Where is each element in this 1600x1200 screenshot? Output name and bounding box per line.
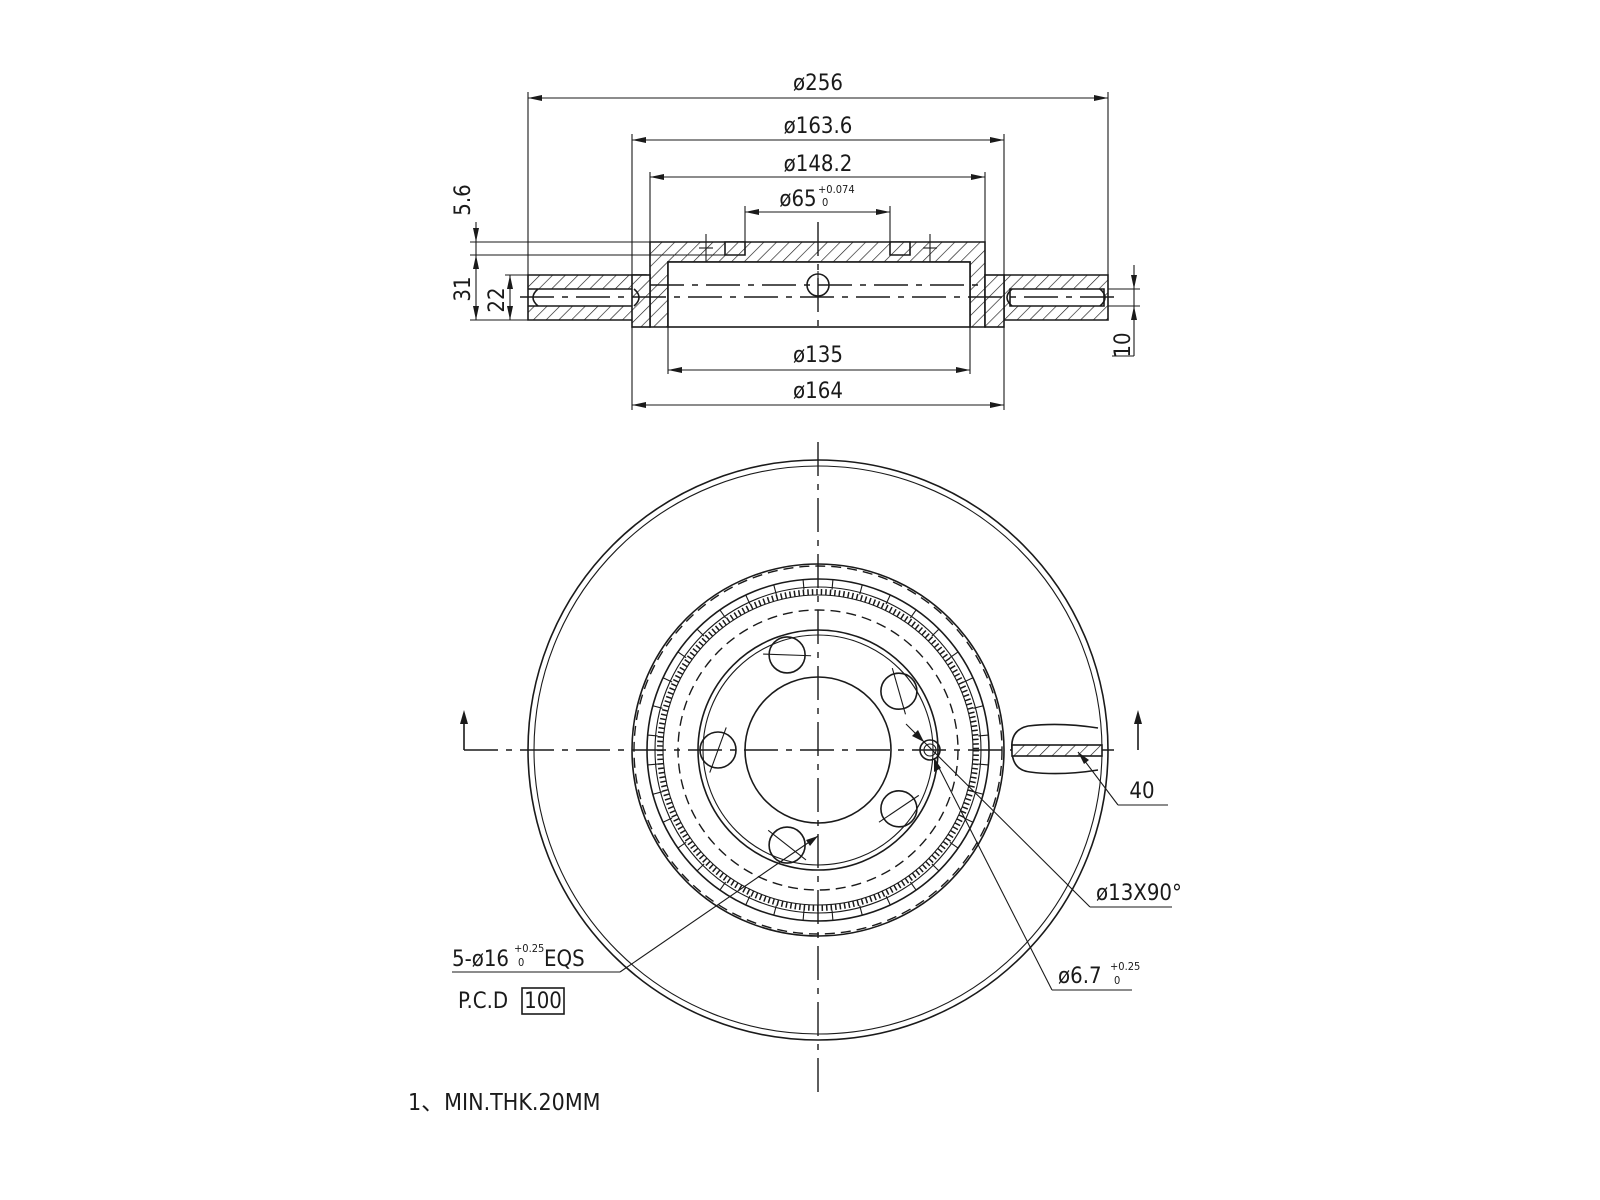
bolt-hole-centreline (878, 794, 920, 823)
dim-small-hole-tol-lower: 0 (1114, 974, 1120, 987)
dim-31: 31 (451, 276, 476, 301)
hub-cavity (667, 261, 971, 328)
notch-tick (652, 705, 663, 709)
notch-tick (662, 677, 673, 683)
notch-tick (978, 763, 989, 766)
dim-small-hole: ø6.7 (1058, 964, 1102, 989)
dim-256: ø256 (793, 71, 843, 96)
notch-tick (973, 705, 984, 709)
notch-tick (652, 791, 663, 795)
dim-163-6: ø163.6 (784, 114, 853, 139)
hub-face-2 (702, 634, 934, 866)
dim-bolt-holes-tol-upper: +0.25 (514, 942, 544, 955)
notch-tick (773, 905, 777, 916)
dim-small-hole-tol-upper: +0.25 (1110, 960, 1140, 973)
hub-face (697, 629, 939, 871)
hat-outer-3 (654, 586, 982, 914)
wear-groove-hatch (1011, 744, 1103, 757)
pcd-label: P.C.D (458, 989, 508, 1014)
hat-outer (631, 563, 1005, 937)
hub-inner-step-left (724, 241, 746, 256)
dim-10: 10 (1111, 332, 1136, 357)
dim-148-2: ø148.2 (784, 152, 853, 177)
bolt-hole-centreline (891, 667, 907, 715)
bolt-hole-centreline (709, 727, 727, 773)
bolt-hole-centreline (767, 829, 807, 861)
bolt-hole-centreline (763, 653, 812, 657)
pcd-box (521, 987, 565, 1015)
dim-5-6: 5.6 (451, 184, 476, 215)
notch-tick (677, 841, 687, 849)
notch-ticks (647, 579, 989, 921)
dim-bolt-holes-tol-lower: 0 (518, 956, 524, 969)
notch-tick (745, 895, 751, 906)
notch-tick (931, 628, 940, 637)
notch-tick (719, 609, 727, 619)
notch-tick (949, 651, 959, 659)
neck-left (631, 274, 651, 328)
notch-tick (831, 910, 834, 921)
notch-tick (909, 881, 917, 891)
notch-tick (963, 677, 974, 683)
serrated-ring (657, 589, 979, 911)
vent-ring (633, 565, 1003, 935)
note-min-thickness: 1、MIN.THK.20MM (408, 1090, 601, 1116)
dim-164: ø164 (793, 379, 843, 404)
notch-tick (773, 584, 777, 595)
dim-135: ø135 (793, 343, 843, 368)
notch-tick (831, 579, 834, 590)
notch-tick (949, 841, 959, 849)
notch-tick (885, 594, 891, 605)
dim-65-tol-upper: +0.074 (818, 183, 855, 196)
section-marker-right (1134, 710, 1142, 750)
bolt-hole (880, 789, 918, 828)
hat-outer-2 (646, 578, 990, 922)
hub-inner-step-right (889, 241, 911, 256)
notch-tick (662, 817, 673, 823)
notch-tick (696, 863, 705, 872)
bolt-hole (699, 731, 737, 769)
notch-tick (647, 763, 658, 766)
dim-65-tol-lower: 0 (822, 196, 828, 209)
dim-40: 40 (1129, 779, 1154, 804)
notch-tick (719, 881, 727, 891)
bolt-hole (768, 636, 806, 674)
disc-outer (527, 459, 1109, 1041)
notch-tick (909, 609, 917, 619)
centre-bore (744, 676, 892, 824)
notch-tick (931, 863, 940, 872)
notch-tick (859, 584, 863, 595)
notch-tick (745, 594, 751, 605)
neck-right (984, 274, 1005, 328)
notch-tick (802, 910, 805, 921)
locating-hole (919, 739, 941, 761)
bolt-hole (880, 672, 918, 711)
notch-tick (978, 734, 989, 737)
wear-groove (1011, 723, 1099, 775)
inner-dashed-ring (677, 609, 959, 891)
dim-22: 22 (485, 287, 510, 312)
dim-chamfer: ø13X90° (1096, 881, 1182, 906)
dim-bolt-holes-suffix: EQS (544, 947, 585, 972)
section-view: ø256 ø163.6 ø148.2 ø65 +0.074 0 ø135 ø16… (451, 71, 1140, 410)
notch-tick (677, 651, 687, 659)
notch-tick (802, 579, 805, 590)
section-marker-left (460, 710, 468, 750)
notch-tick (859, 905, 863, 916)
front-view: 40 ø13X90° ø6.7 +0.25 0 5-ø16 +0.25 0 EQ… (452, 442, 1182, 1100)
notch-tick (647, 734, 658, 737)
pcd-value: 100 (524, 989, 562, 1014)
notch-tick (885, 895, 891, 906)
dim-bolt-holes: 5-ø16 (452, 947, 509, 972)
dim-65: ø65 (779, 187, 816, 212)
locating-hole-chamfer (923, 743, 937, 757)
notch-tick (696, 628, 705, 637)
